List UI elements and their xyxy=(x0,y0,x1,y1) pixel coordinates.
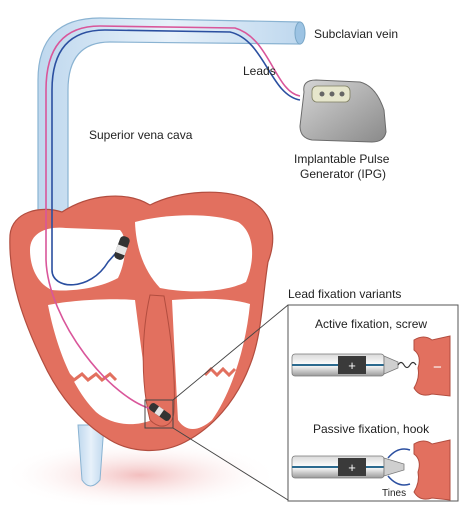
active-tissue xyxy=(414,336,450,396)
label-subclavian-vein: Subclavian vein xyxy=(314,27,398,41)
label-ipg-line1: Implantable Pulse xyxy=(294,152,390,166)
label-tines: Tines xyxy=(382,488,406,499)
passive-tissue xyxy=(414,440,450,500)
label-active-fixation: Active fixation, screw xyxy=(315,317,427,331)
active-minus-symbol: − xyxy=(433,359,442,376)
subclavian-vein-end xyxy=(295,22,305,44)
label-leads: Leads xyxy=(243,64,276,78)
label-superior-vena-cava: Superior vena cava xyxy=(89,128,193,142)
ipg-device xyxy=(300,80,386,142)
label-fixation-title: Lead fixation variants xyxy=(288,287,401,301)
passive-plus-symbol: + xyxy=(348,460,356,475)
active-plus-symbol: + xyxy=(348,358,356,373)
label-ipg-line2: Generator (IPG) xyxy=(300,167,386,181)
label-passive-fixation: Passive fixation, hook xyxy=(313,422,430,436)
